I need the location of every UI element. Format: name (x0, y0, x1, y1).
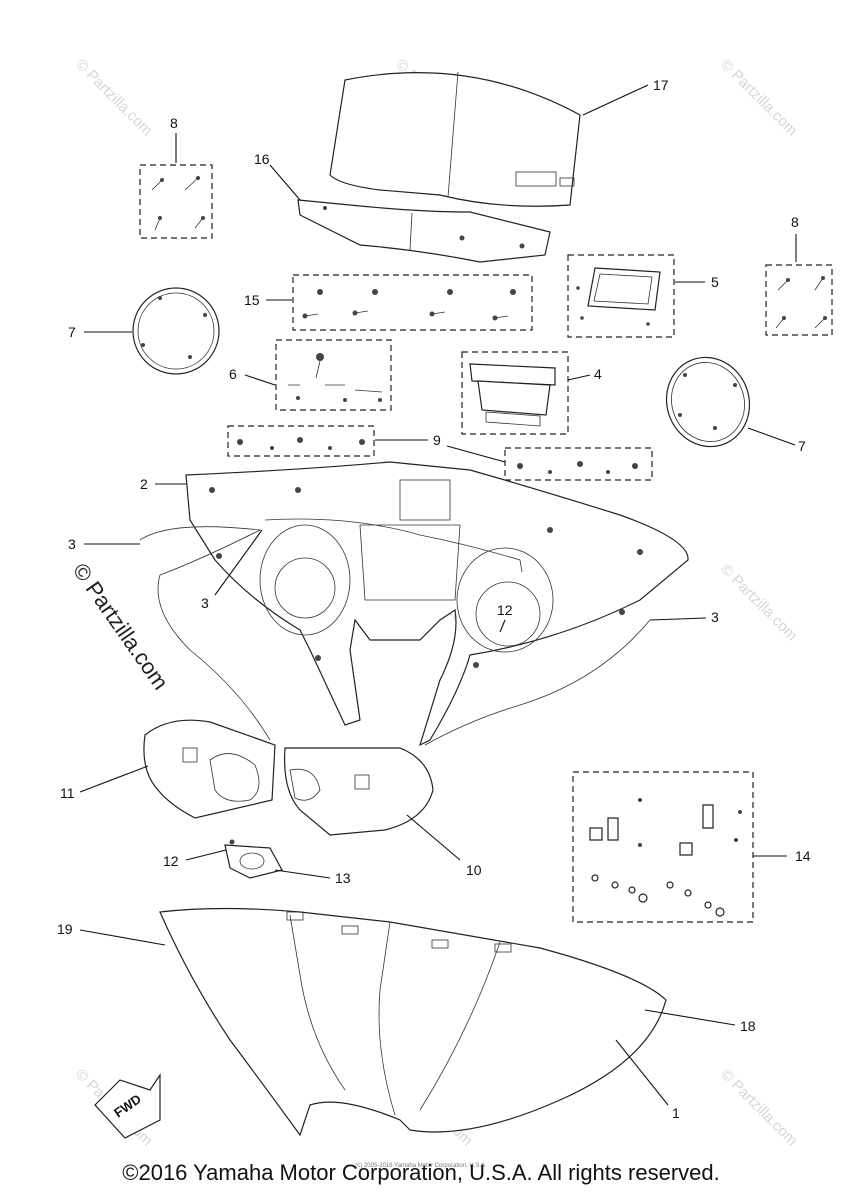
callout-labels: 17 16 8 8 15 5 7 6 4 9 7 2 3 3 3 12 11 1… (57, 77, 811, 1121)
display-unit-part-4 (461, 351, 569, 435)
small-copyright: (c) 2005-2016 Yamaha Motor Corporation, … (355, 1163, 487, 1169)
leader-lines (79, 84, 797, 1106)
trim-strip-part-3 (139, 518, 651, 746)
tiled-watermark: © Partzilla.com (72, 56, 155, 139)
callout-17: 17 (653, 77, 669, 93)
callout-18: 18 (740, 1018, 756, 1034)
speaker-ring-part-7-left (132, 287, 220, 375)
callout-13: 13 (335, 870, 351, 886)
nut-group-part-9-left (227, 425, 375, 457)
callout-8-right: 8 (791, 214, 799, 230)
callout-8-left: 8 (170, 115, 178, 131)
glove-box-part-10 (283, 747, 434, 836)
callout-11: 11 (60, 785, 75, 801)
callout-1: 1 (672, 1105, 680, 1121)
callout-5: 5 (711, 274, 719, 290)
callout-7-right: 7 (798, 438, 806, 454)
copyright-notice: ©2016 Yamaha Motor Corporation, U.S.A. A… (122, 1160, 720, 1185)
outer-fairing-part-18-19 (159, 907, 667, 1137)
nut-group-part-9-right (504, 447, 653, 481)
callout-9: 9 (433, 432, 441, 448)
forward-direction-arrow: FWD (94, 1073, 161, 1139)
callout-3-mid: 3 (201, 595, 209, 611)
hardware-group-part-6 (275, 339, 392, 411)
hardware-group-part-14 (572, 771, 754, 923)
callout-16: 16 (254, 151, 270, 167)
partzilla-watermark: © Partzilla.com (68, 559, 174, 695)
bracket-part-13 (224, 839, 283, 879)
callout-12-lower: 12 (163, 853, 179, 869)
callout-7-left: 7 (68, 324, 76, 340)
callout-19: 19 (57, 921, 73, 937)
callout-12-upper: 12 (497, 602, 513, 618)
windshield-part-17 (329, 71, 581, 207)
tiled-watermark: © Partzilla.com (717, 1066, 800, 1149)
screw-group-part-15 (292, 274, 533, 331)
callout-6: 6 (229, 366, 237, 382)
tiled-watermark: © Partzilla.com (717, 56, 800, 139)
bolt-group-part-8-left (139, 164, 213, 239)
tiled-watermark: © Partzilla.com (717, 561, 800, 644)
display-bezel-part-5 (567, 254, 675, 338)
callout-10: 10 (466, 862, 482, 878)
callout-14: 14 (795, 848, 811, 864)
callout-15: 15 (244, 292, 260, 308)
speaker-ring-part-7-right (665, 356, 751, 448)
windshield-trim-part-16 (297, 199, 551, 263)
bolt-group-part-8-right (765, 264, 833, 336)
callout-3-left: 3 (68, 536, 76, 552)
callout-4: 4 (594, 366, 602, 382)
callout-3-right: 3 (711, 609, 719, 625)
callout-2: 2 (140, 476, 148, 492)
glove-box-part-11 (143, 719, 276, 819)
inner-fairing-part-2 (185, 461, 689, 747)
